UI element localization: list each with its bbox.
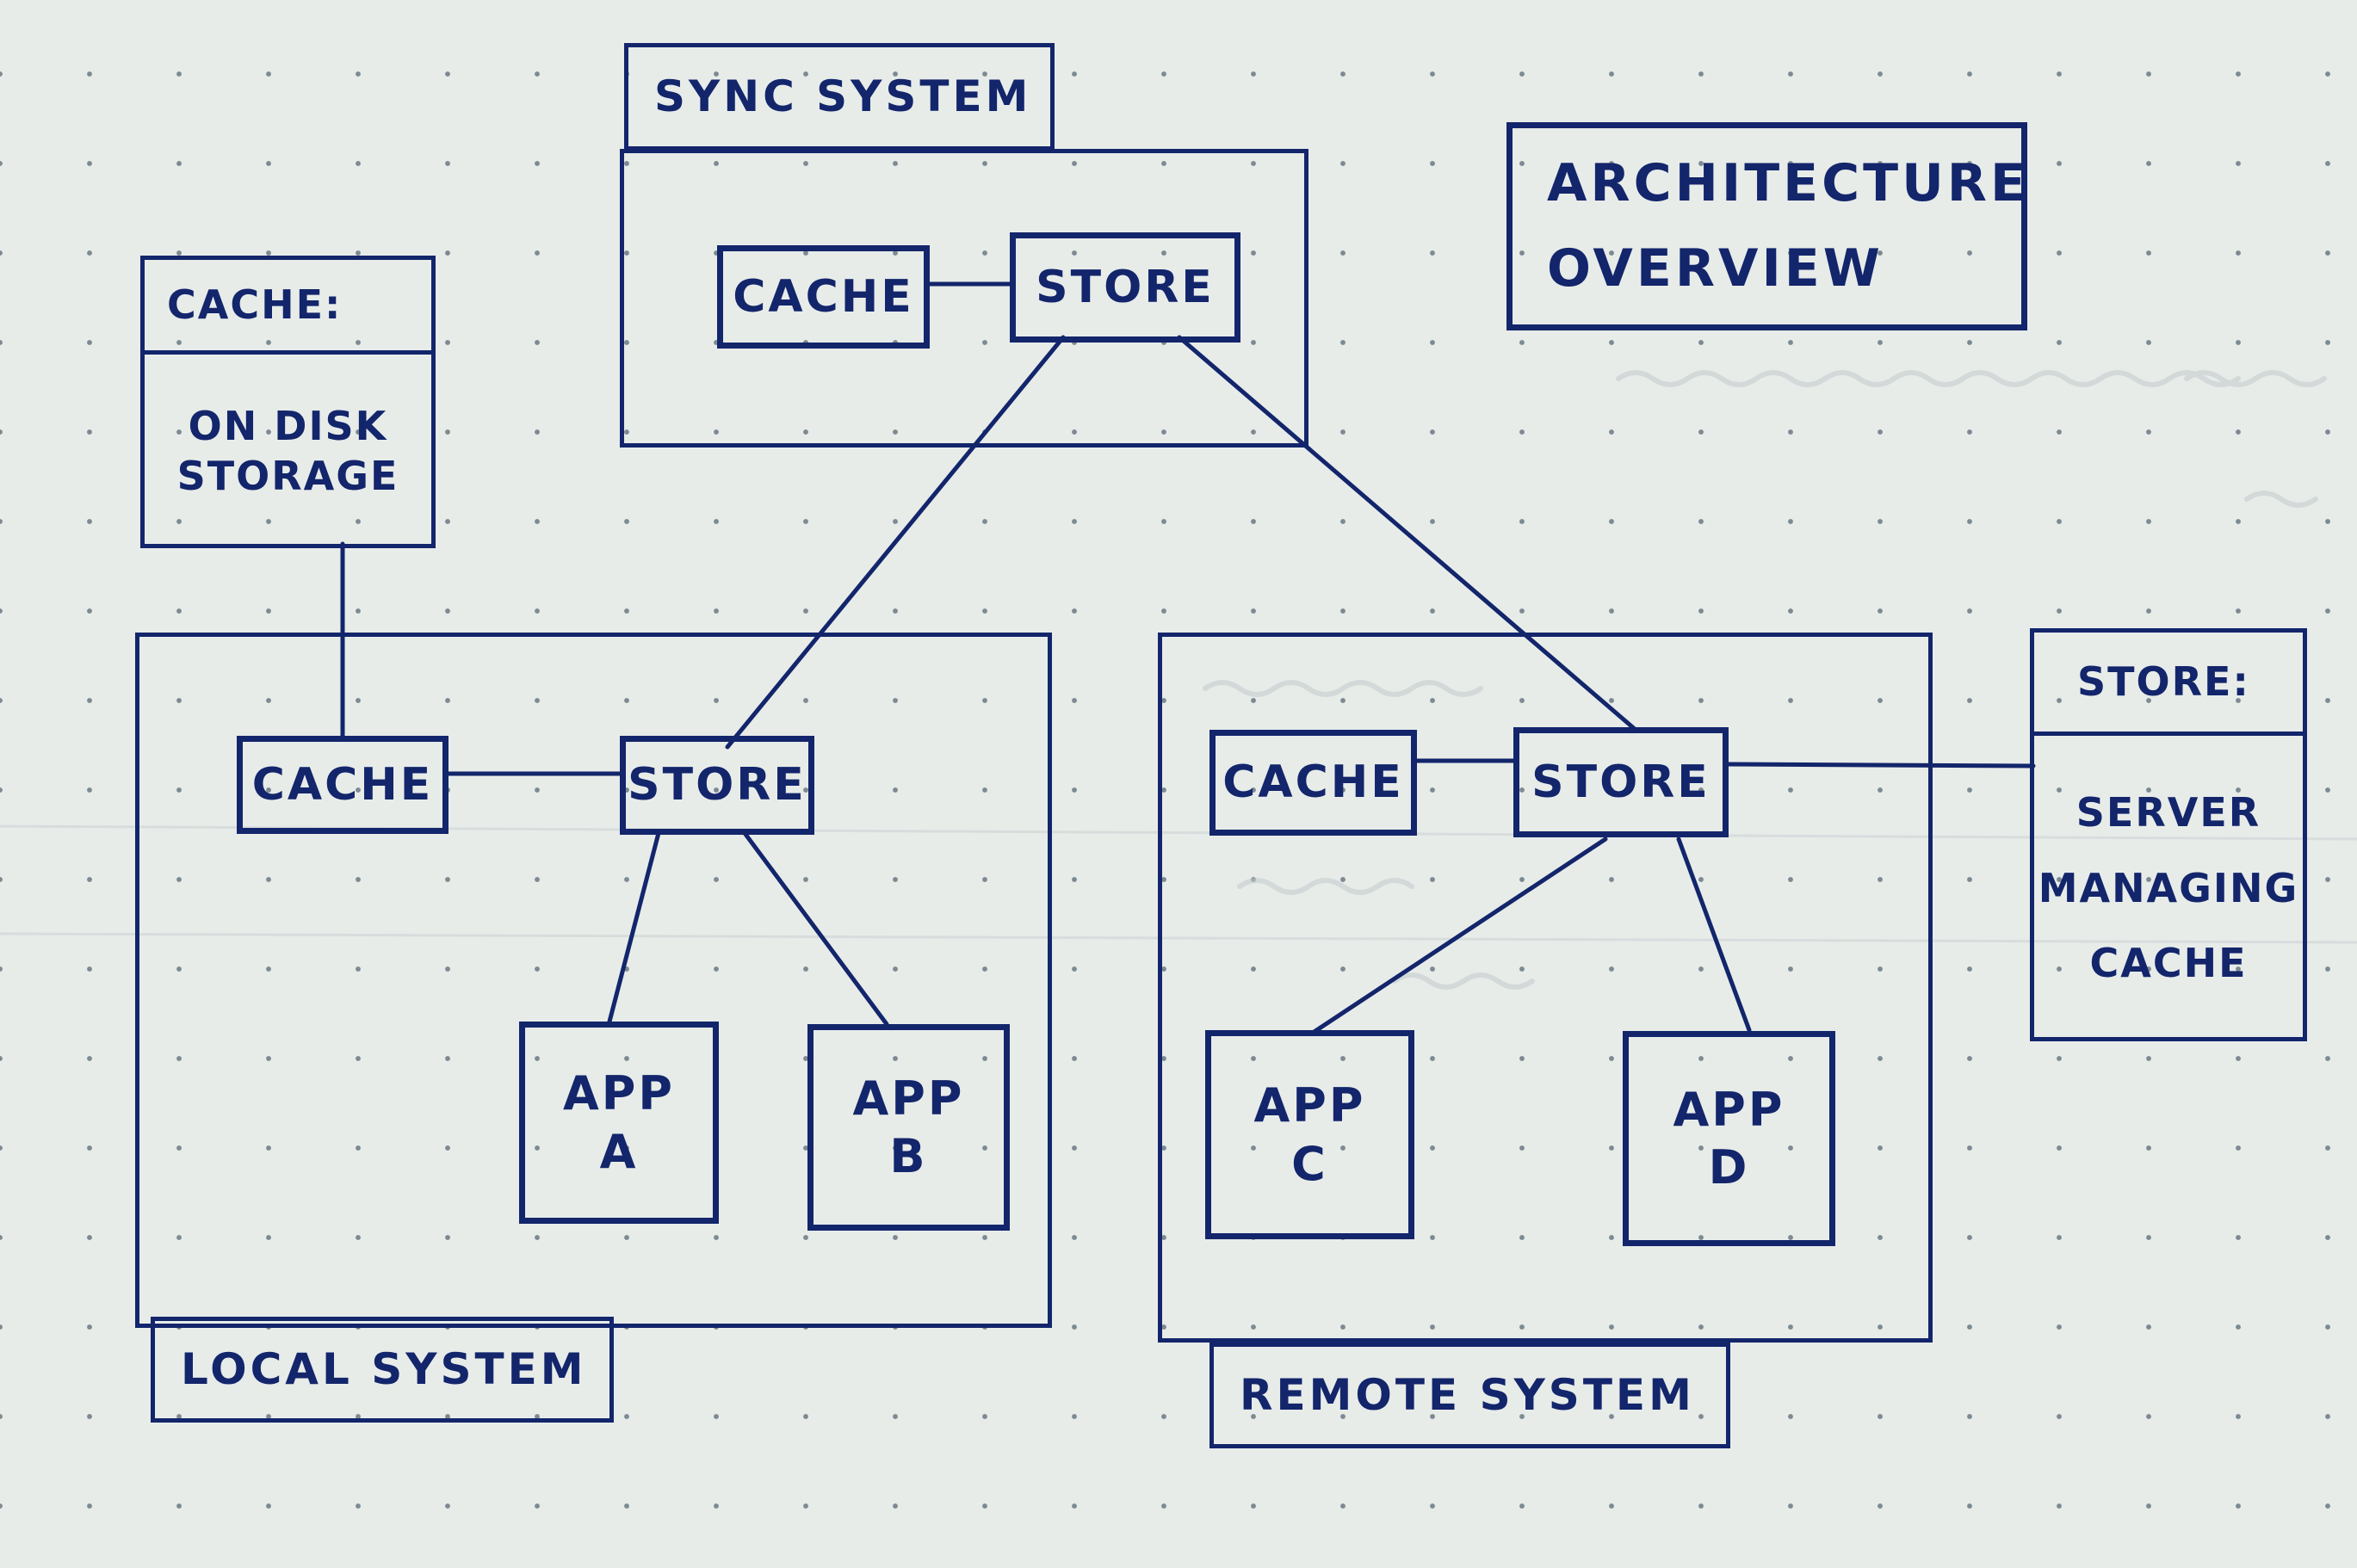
connector-sync-store-local-store <box>725 335 1066 750</box>
local-store-node: STORE <box>620 736 814 835</box>
connector-sync-store-remote-store <box>1177 335 1638 732</box>
connector-remote-store-store-note <box>1726 762 2036 769</box>
local-cache-node: CACHE <box>237 736 449 834</box>
connector-remote-store-app-d <box>1676 836 1752 1033</box>
title-box: ARCHITECTURE OVERVIEW <box>1506 122 2027 330</box>
title-line-1: ARCHITECTURE <box>1547 153 2029 213</box>
store-note-body: SERVER MANAGING CACHE <box>2038 789 2299 987</box>
connector-remote-store-app-c <box>1310 836 1608 1035</box>
app-d-node: APP D <box>1623 1031 1835 1246</box>
local-system-container <box>135 633 1052 1328</box>
sync-cache-node: CACHE <box>717 245 930 349</box>
cache-note-header: CACHE: <box>145 260 431 355</box>
app-c-node: APP C <box>1205 1030 1414 1239</box>
local-system-label: LOCAL SYSTEM <box>151 1317 614 1423</box>
remote-cache-node: CACHE <box>1209 730 1417 836</box>
remote-system-label: REMOTE SYSTEM <box>1209 1343 1730 1448</box>
sync-system-container <box>620 149 1308 448</box>
connector-local-store-app-a <box>607 830 661 1024</box>
connector-local-store-app-b <box>742 830 889 1027</box>
cache-note <box>140 256 436 548</box>
remote-store-node: STORE <box>1513 727 1729 837</box>
sync-store-node: STORE <box>1010 232 1240 343</box>
store-note <box>2030 628 2307 1041</box>
cache-note-body: ON DISK STORAGE <box>176 403 399 499</box>
title-line-2: OVERVIEW <box>1547 238 1884 299</box>
app-a-node: APP A <box>519 1022 719 1224</box>
app-b-node: APP B <box>807 1024 1010 1231</box>
store-note-header: STORE: <box>2034 633 2303 736</box>
remote-system-container <box>1158 633 1933 1343</box>
sync-system-label: SYNC SYSTEM <box>624 43 1055 151</box>
